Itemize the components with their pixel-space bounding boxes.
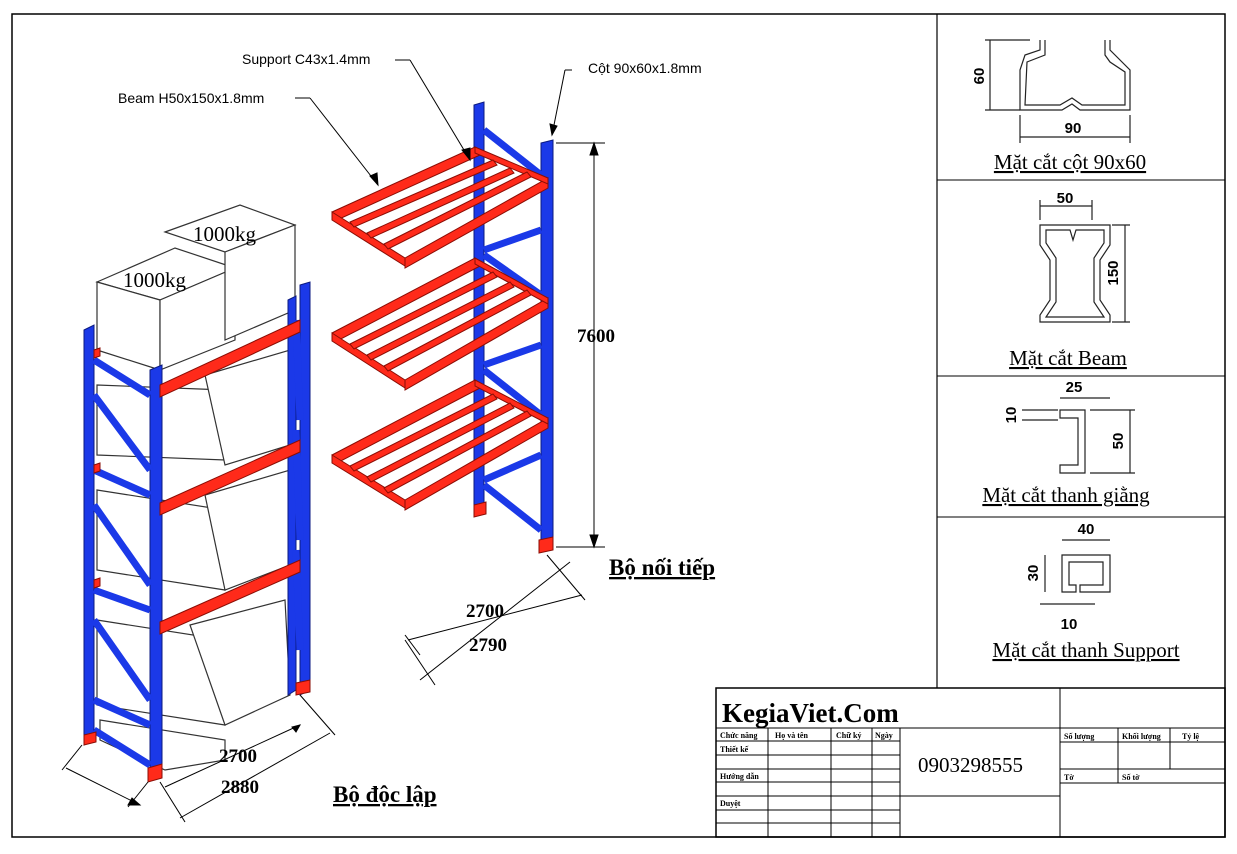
base-plate [83, 731, 97, 746]
load-label: 1000kg [123, 268, 187, 292]
tb-row-label: Thiết kế [720, 745, 749, 754]
shelf-level [331, 146, 549, 269]
independent-dimensions [61, 694, 336, 823]
box-side [189, 599, 291, 726]
section-dim: 60 [971, 68, 988, 85]
drawing-border [11, 13, 1226, 838]
beam [159, 439, 301, 516]
upright-column [149, 364, 163, 781]
shelf-level [331, 379, 549, 511]
section-dim: 40 [1078, 521, 1095, 538]
company-name: KegiaViet.Com [722, 698, 899, 728]
column-profile [1019, 40, 1131, 111]
base-plate [147, 763, 163, 783]
serial-beams [331, 146, 554, 554]
serial-rack [295, 59, 605, 686]
section-dim: 30 [1025, 565, 1042, 582]
box-side [159, 267, 236, 371]
tb-right-header: Khối lượng [1122, 732, 1161, 741]
independent-outer-dimension: 2880 [221, 777, 259, 798]
shelf-level [331, 257, 549, 391]
upright-column [83, 324, 95, 746]
upright-column [540, 139, 554, 549]
beam-label: Beam H50x150x1.8mm [118, 90, 264, 106]
support-profile [1061, 554, 1111, 593]
serial-bracing [481, 127, 544, 533]
base-plate [473, 501, 487, 518]
column-label: Cột 90x60x1.8mm [588, 60, 702, 76]
section-title-bracing: Mặt cắt thanh giằng [982, 483, 1150, 507]
tb-right-header: Số lượng [1064, 732, 1094, 741]
beam [159, 559, 301, 635]
base-plate [295, 679, 311, 696]
section-dim: 50 [1110, 433, 1127, 450]
serial-dimensions [404, 141, 605, 686]
support-label: Support C43x1.4mm [242, 51, 370, 67]
upright-frames [83, 281, 311, 781]
phone-number: 0903298555 [918, 753, 1023, 777]
section-title-column: Mặt cắt cột 90x60 [994, 150, 1146, 174]
beams [83, 319, 311, 783]
title-block [715, 687, 1226, 838]
tb-row-label: Duyệt [720, 799, 741, 808]
bracing-profile [1059, 409, 1086, 474]
tb-header: Chức năng [720, 731, 757, 740]
beam [159, 319, 301, 398]
load-label: 1000kg [193, 222, 257, 246]
section-drawings [985, 39, 1135, 605]
section-dim: 10 [1003, 407, 1020, 424]
serial-set-title: Bộ nối tiếp [609, 555, 715, 580]
independent-inner-dimension: 2700 [219, 746, 257, 767]
leader-lines [295, 59, 572, 187]
tb-right-label: Số tờ [1122, 773, 1140, 782]
section-dim: 50 [1057, 190, 1074, 207]
beam-profile [1039, 224, 1111, 323]
section-dim: 10 [1061, 616, 1078, 633]
serial-height-dimension: 7600 [577, 326, 615, 347]
independent-rack [61, 204, 336, 823]
serial-inner-dimension: 2700 [466, 601, 504, 622]
base-plate [538, 536, 554, 554]
tb-row-label: Hướng dẫn [720, 772, 759, 781]
tb-header: Chữ ký [836, 731, 861, 740]
section-dim: 25 [1066, 379, 1083, 396]
section-dim: 90 [1065, 120, 1082, 137]
upright-column [473, 101, 485, 514]
section-title-support: Mặt cắt thanh Support [992, 638, 1179, 662]
tb-right-header: Tỷ lệ [1182, 732, 1200, 741]
tb-header: Họ và tên [775, 731, 808, 740]
section-title-beam: Mặt cắt Beam [1009, 346, 1127, 370]
tb-header: Ngày [875, 731, 893, 740]
serial-outer-dimension: 2790 [469, 635, 507, 656]
independent-set-title: Bộ độc lập [333, 782, 437, 807]
section-dim: 150 [1105, 260, 1122, 285]
tb-right-label: Tờ [1064, 773, 1074, 782]
